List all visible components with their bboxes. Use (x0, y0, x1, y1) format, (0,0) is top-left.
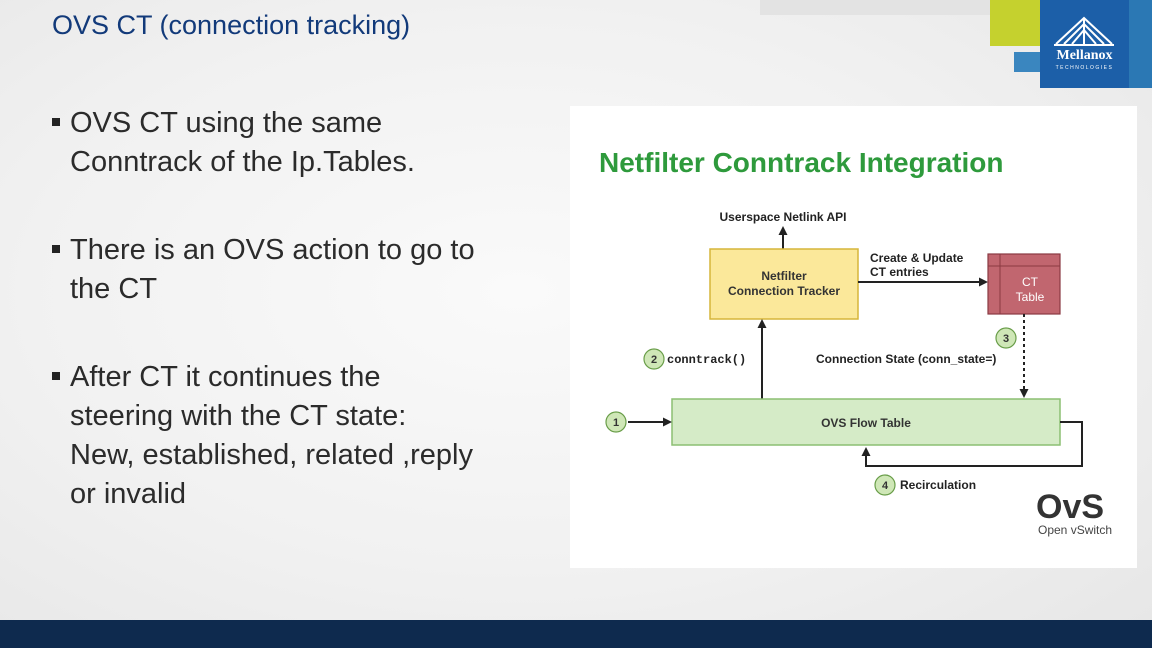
bullet-line: Conntrack of the Ip.Tables. (70, 146, 415, 178)
create-update-label-line2: CT entries (870, 265, 929, 279)
flow-table-label: OVS Flow Table (821, 416, 911, 430)
bullet-line: steering with the CT state: (70, 400, 407, 432)
step-1-badge (605, 411, 627, 433)
bullet-square-icon (52, 118, 60, 126)
bullet-line: OVS CT using the same (70, 107, 383, 139)
bullet-item: OVS CT using the same Conntrack of the I… (52, 104, 562, 182)
header-decor-green-block (990, 0, 1040, 46)
conntrack-diagram: Netfilter Conntrack Integration Userspac… (570, 106, 1137, 568)
mellanox-logo: Mellanox TECHNOLOGIES (1040, 0, 1129, 88)
connection-state-label: Connection State (conn_state=) (816, 352, 996, 366)
bridge-icon (1054, 16, 1114, 46)
step-2-badge (643, 348, 665, 370)
slide-title: OVS CT (connection tracking) (52, 10, 411, 40)
tracker-box (709, 248, 859, 320)
step-3-number: 3 (1003, 333, 1009, 345)
logo-subtitle: TECHNOLOGIES (1055, 65, 1114, 71)
ct-table-label-line2: Table (1016, 290, 1045, 304)
bullet-item: There is an OVS action to go to the CT (52, 231, 562, 309)
step-3-badge (995, 327, 1017, 349)
bullet-square-icon (52, 372, 60, 380)
flow-table-box (671, 398, 1061, 446)
step-1-number: 1 (613, 417, 619, 429)
userspace-api-label: Userspace Netlink API (720, 210, 847, 224)
footer-bar (0, 620, 1152, 648)
bullet-line: or invalid (70, 478, 187, 510)
tracker-label-line2: Connection Tracker (728, 284, 840, 298)
recirculation-label: Recirculation (900, 478, 976, 492)
bullet-line: New, established, related ,reply (70, 439, 473, 471)
bullet-square-icon (52, 245, 60, 253)
bullet-line: the CT (70, 273, 158, 305)
header-decor-blue-block (1014, 52, 1040, 72)
recirculation-loop (861, 421, 1083, 467)
ovs-logo-mark: OvS (1036, 488, 1104, 526)
step-2-number: 2 (651, 354, 657, 366)
step-4-badge (874, 474, 896, 496)
step-4-number: 4 (882, 480, 889, 492)
logo-name: Mellanox (1056, 48, 1113, 63)
ovs-logo-caption: Open vSwitch (1038, 523, 1112, 537)
header-decor-blue-edge (1129, 0, 1152, 88)
tracker-label-line1: Netfilter (761, 269, 807, 283)
diagram-title: Netfilter Conntrack Integration (599, 147, 1003, 178)
bullet-item: After CT it continues the steering with … (52, 358, 562, 514)
bullet-line: After CT it continues the (70, 361, 381, 393)
conntrack-call-label: conntrack() (667, 353, 746, 367)
bullet-line: There is an OVS action to go to (70, 234, 475, 266)
ct-table-label-line1: CT (1022, 275, 1039, 289)
create-update-label-line1: Create & Update (870, 251, 964, 265)
